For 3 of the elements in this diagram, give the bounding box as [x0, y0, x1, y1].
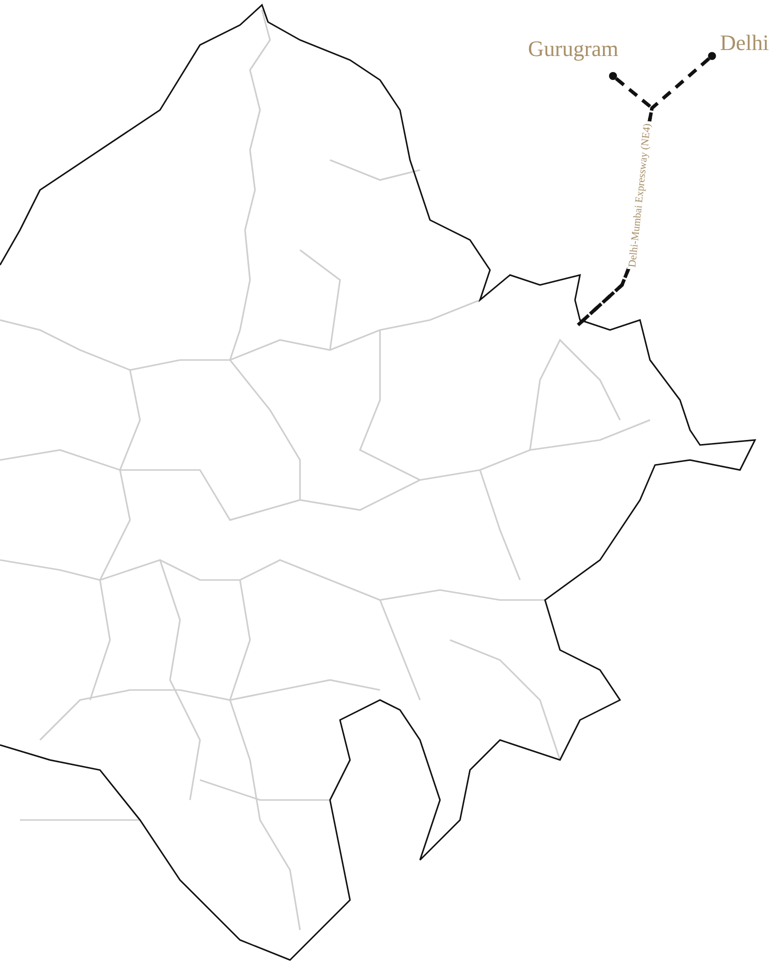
- city-name: Gurugram: [528, 36, 618, 62]
- city-name: Delhi: [720, 30, 769, 56]
- edge-label: Delhi-Mumbai Expressway (NE4): [626, 120, 654, 270]
